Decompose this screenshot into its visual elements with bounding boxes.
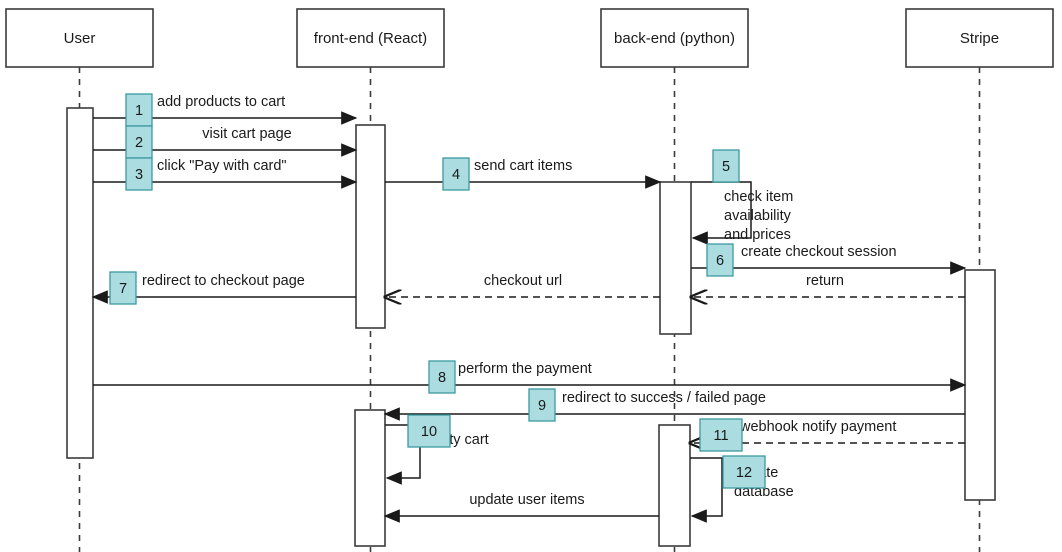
self-call-path (690, 457, 723, 523)
badge-number: 1 (135, 103, 143, 119)
badge-rect (706, 243, 734, 277)
badge-number: 2 (135, 135, 143, 151)
badge-number: 10 (421, 424, 437, 440)
badge-number: 3 (135, 167, 143, 183)
activations-layer (66, 107, 996, 547)
message-label: redirect to checkout page (142, 273, 305, 289)
message-label: return (806, 273, 844, 289)
activation-bar-frontend (354, 409, 386, 547)
message-number-badge-9[interactable]: 9 (528, 388, 556, 422)
message-6: create checkout session (691, 244, 967, 275)
message-number-badge-11[interactable]: 11 (699, 418, 743, 452)
message-label: visit cart page (202, 126, 291, 142)
message-label: send cart items (474, 158, 572, 174)
participant-label-user: User (64, 30, 96, 47)
activation-bar-frontend (355, 124, 386, 329)
badge-rect (428, 360, 456, 394)
message-label: create checkout session (741, 244, 897, 260)
message-r7: checkout url (385, 273, 660, 297)
message-number-badge-1[interactable]: 1 (125, 93, 153, 127)
message-label: and prices (724, 227, 791, 243)
lifeline-stripe: Stripe (905, 8, 1054, 552)
message-9: redirect to success / failed page (383, 390, 965, 421)
activation-bar-stripe (964, 269, 996, 501)
message-label: add products to cart (157, 94, 285, 110)
participant-box-backend[interactable] (600, 8, 749, 68)
message-number-badge-6[interactable]: 6 (706, 243, 734, 277)
message-7: redirect to checkout page (91, 273, 356, 304)
message-label: availability (724, 208, 792, 224)
message-label: perform the payment (458, 361, 592, 377)
message-8: perform the payment (93, 361, 967, 392)
participant-label-backend: back-end (python) (614, 30, 735, 47)
message-r14: update user items (383, 492, 659, 523)
message-number-badge-4[interactable]: 4 (442, 157, 470, 191)
message-number-badge-3[interactable]: 3 (125, 157, 153, 191)
message-label: click "Pay with card" (157, 158, 287, 174)
message-number-badge-7[interactable]: 7 (109, 271, 137, 305)
badge-rect (442, 157, 470, 191)
badge-number: 6 (716, 253, 724, 269)
badge-number: 8 (438, 370, 446, 386)
messages-layer: add products to cart visit cart page click… (91, 94, 967, 523)
participant-box-frontend[interactable] (296, 8, 445, 68)
badge-rect (528, 388, 556, 422)
badge-rect (712, 149, 740, 183)
message-5: check item availability and prices (691, 181, 793, 245)
participant-box-user[interactable] (5, 8, 154, 68)
badge-rect (722, 455, 766, 489)
badge-rect (407, 414, 451, 448)
participant-box-stripe[interactable] (905, 8, 1054, 68)
message-label: webhook notify payment (739, 419, 896, 435)
message-number-badge-8[interactable]: 8 (428, 360, 456, 394)
badge-number: 12 (736, 465, 752, 481)
message-r8: return (691, 273, 965, 297)
badge-number: 9 (538, 398, 546, 414)
badge-rect (109, 271, 137, 305)
message-number-badge-2[interactable]: 2 (125, 125, 153, 159)
message-label: redirect to success / failed page (562, 390, 766, 406)
message-label: checkout url (484, 273, 562, 289)
message-label: update user items (469, 492, 584, 508)
lifeline-user: User (5, 8, 154, 552)
activation-bar-backend (659, 181, 692, 335)
badge-rect (125, 93, 153, 127)
badge-rect (125, 157, 153, 191)
badge-number: 4 (452, 167, 460, 183)
badge-number: 11 (713, 428, 728, 444)
activation-bar-backend (658, 424, 691, 547)
badge-rect (699, 418, 743, 452)
badge-number: 7 (119, 281, 127, 297)
badge-number: 5 (722, 159, 730, 175)
message-number-badge-10[interactable]: 10 (407, 414, 451, 448)
participant-label-stripe: Stripe (960, 30, 999, 47)
message-4: send cart items (385, 158, 662, 189)
message-number-badge-5[interactable]: 5 (712, 149, 740, 183)
participant-label-frontend: front-end (React) (314, 30, 427, 47)
activation-bar-user (66, 107, 94, 459)
message-number-badge-12[interactable]: 12 (722, 455, 766, 489)
message-label: check item (724, 189, 793, 205)
self-call-path (385, 424, 421, 485)
